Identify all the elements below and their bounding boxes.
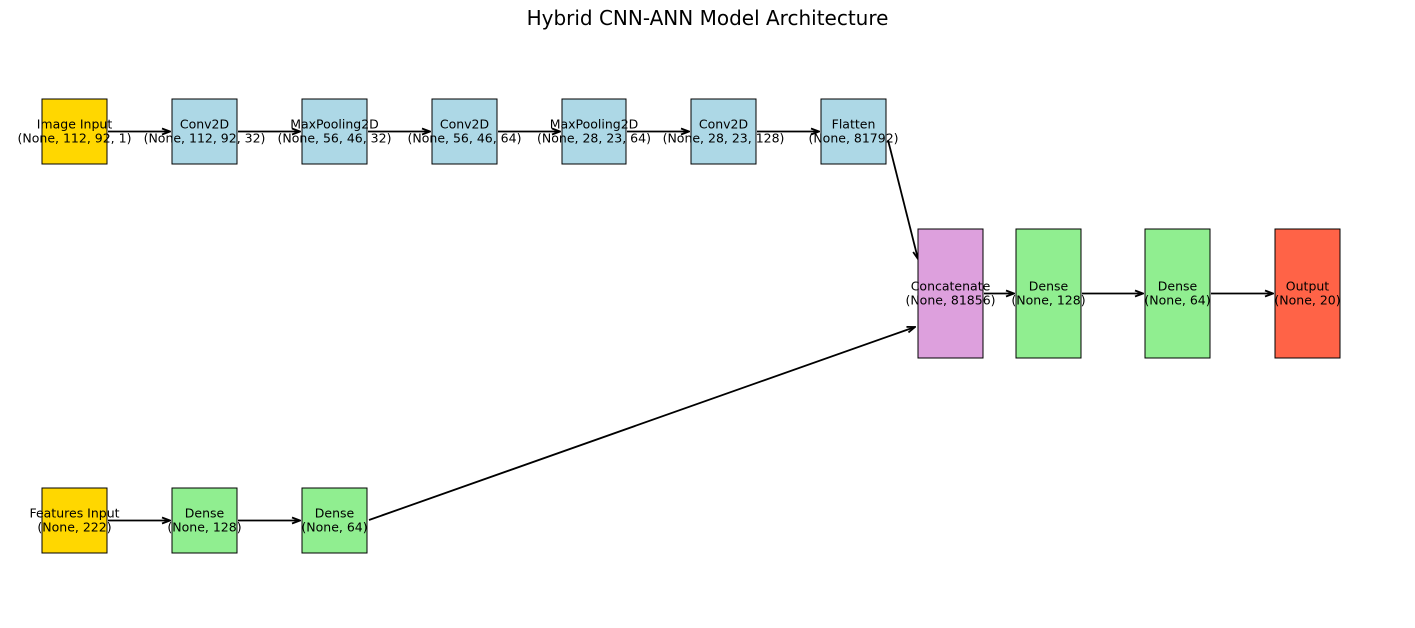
node-box-maxpool-1	[301, 98, 368, 165]
node-conv2d-3: Conv2D(None, 28, 23, 128)	[663, 98, 785, 165]
node-box-output	[1274, 228, 1341, 359]
node-layer-name: Conv2D	[699, 117, 748, 132]
node-concatenate: Concatenate(None, 81856)	[905, 228, 996, 359]
node-layer-name: Flatten	[832, 117, 876, 132]
node-layer-name: Conv2D	[180, 117, 229, 132]
node-layer-name: Conv2D	[440, 117, 489, 132]
node-box-concatenate	[917, 228, 984, 359]
node-box-features-dense-2	[301, 487, 368, 554]
diagram-title: Hybrid CNN-ANN Model Architecture	[526, 6, 889, 30]
node-layer-name: Features Input	[29, 506, 119, 521]
node-output-shape: (None, 222)	[37, 520, 111, 535]
node-output-shape: (None, 64)	[301, 520, 367, 535]
node-box-image-input	[41, 98, 108, 165]
node-output-shape: (None, 81856)	[905, 293, 995, 308]
node-box-head-dense-2	[1144, 228, 1211, 359]
node-maxpool-1: MaxPooling2D(None, 56, 46, 32)	[278, 98, 392, 165]
node-output-shape: (None, 56, 46, 32)	[278, 131, 392, 146]
node-box-conv2d-1	[171, 98, 238, 165]
edge-arrow-flatten-to-concatenate	[887, 139, 918, 259]
node-output: Output(None, 20)	[1274, 228, 1341, 359]
edges-layer	[108, 132, 1273, 521]
node-layer-name: Output	[1286, 279, 1330, 294]
node-layer-name: Dense	[1029, 279, 1069, 294]
node-head-dense-1: Dense(None, 128)	[1011, 228, 1086, 359]
node-output-shape: (None, 128)	[1011, 293, 1085, 308]
node-box-conv2d-2	[431, 98, 498, 165]
node-output-shape: (None, 81792)	[808, 131, 898, 146]
node-box-features-dense-1	[171, 487, 238, 554]
node-layer-name: MaxPooling2D	[290, 117, 379, 132]
node-output-shape: (None, 56, 46, 64)	[408, 131, 522, 146]
node-features-input: Features Input(None, 222)	[29, 487, 120, 554]
node-box-head-dense-1	[1015, 228, 1082, 359]
node-box-maxpool-2	[561, 98, 627, 165]
node-output-shape: (None, 64)	[1144, 293, 1210, 308]
node-layer-name: Dense	[315, 506, 355, 521]
node-layer-name: Dense	[185, 506, 225, 521]
node-features-dense-1: Dense(None, 128)	[167, 487, 242, 554]
node-layer-name: Concatenate	[911, 279, 991, 294]
node-output-shape: (None, 112, 92, 32)	[144, 131, 266, 146]
node-image-input: Image Input(None, 112, 92, 1)	[18, 98, 132, 165]
edge-arrow-features-dense-2-to-concatenate	[368, 327, 915, 521]
node-output-shape: (None, 128)	[167, 520, 241, 535]
node-layer-name: Image Input	[37, 117, 113, 132]
node-output-shape: (None, 20)	[1274, 293, 1340, 308]
node-maxpool-2: MaxPooling2D(None, 28, 23, 64)	[537, 98, 651, 165]
node-conv2d-1: Conv2D(None, 112, 92, 32)	[144, 98, 266, 165]
node-layer-name: Dense	[1158, 279, 1198, 294]
nodes-layer: Image Input(None, 112, 92, 1)Conv2D(None…	[18, 98, 1341, 554]
node-box-flatten	[820, 98, 887, 165]
node-flatten: Flatten(None, 81792)	[808, 98, 899, 165]
node-box-conv2d-3	[690, 98, 757, 165]
node-features-dense-2: Dense(None, 64)	[301, 487, 368, 554]
node-output-shape: (None, 112, 92, 1)	[18, 131, 132, 146]
node-output-shape: (None, 28, 23, 64)	[537, 131, 651, 146]
node-layer-name: MaxPooling2D	[550, 117, 639, 132]
node-output-shape: (None, 28, 23, 128)	[663, 131, 785, 146]
node-conv2d-2: Conv2D(None, 56, 46, 64)	[408, 98, 522, 165]
node-head-dense-2: Dense(None, 64)	[1144, 228, 1211, 359]
node-box-features-input	[41, 487, 108, 554]
